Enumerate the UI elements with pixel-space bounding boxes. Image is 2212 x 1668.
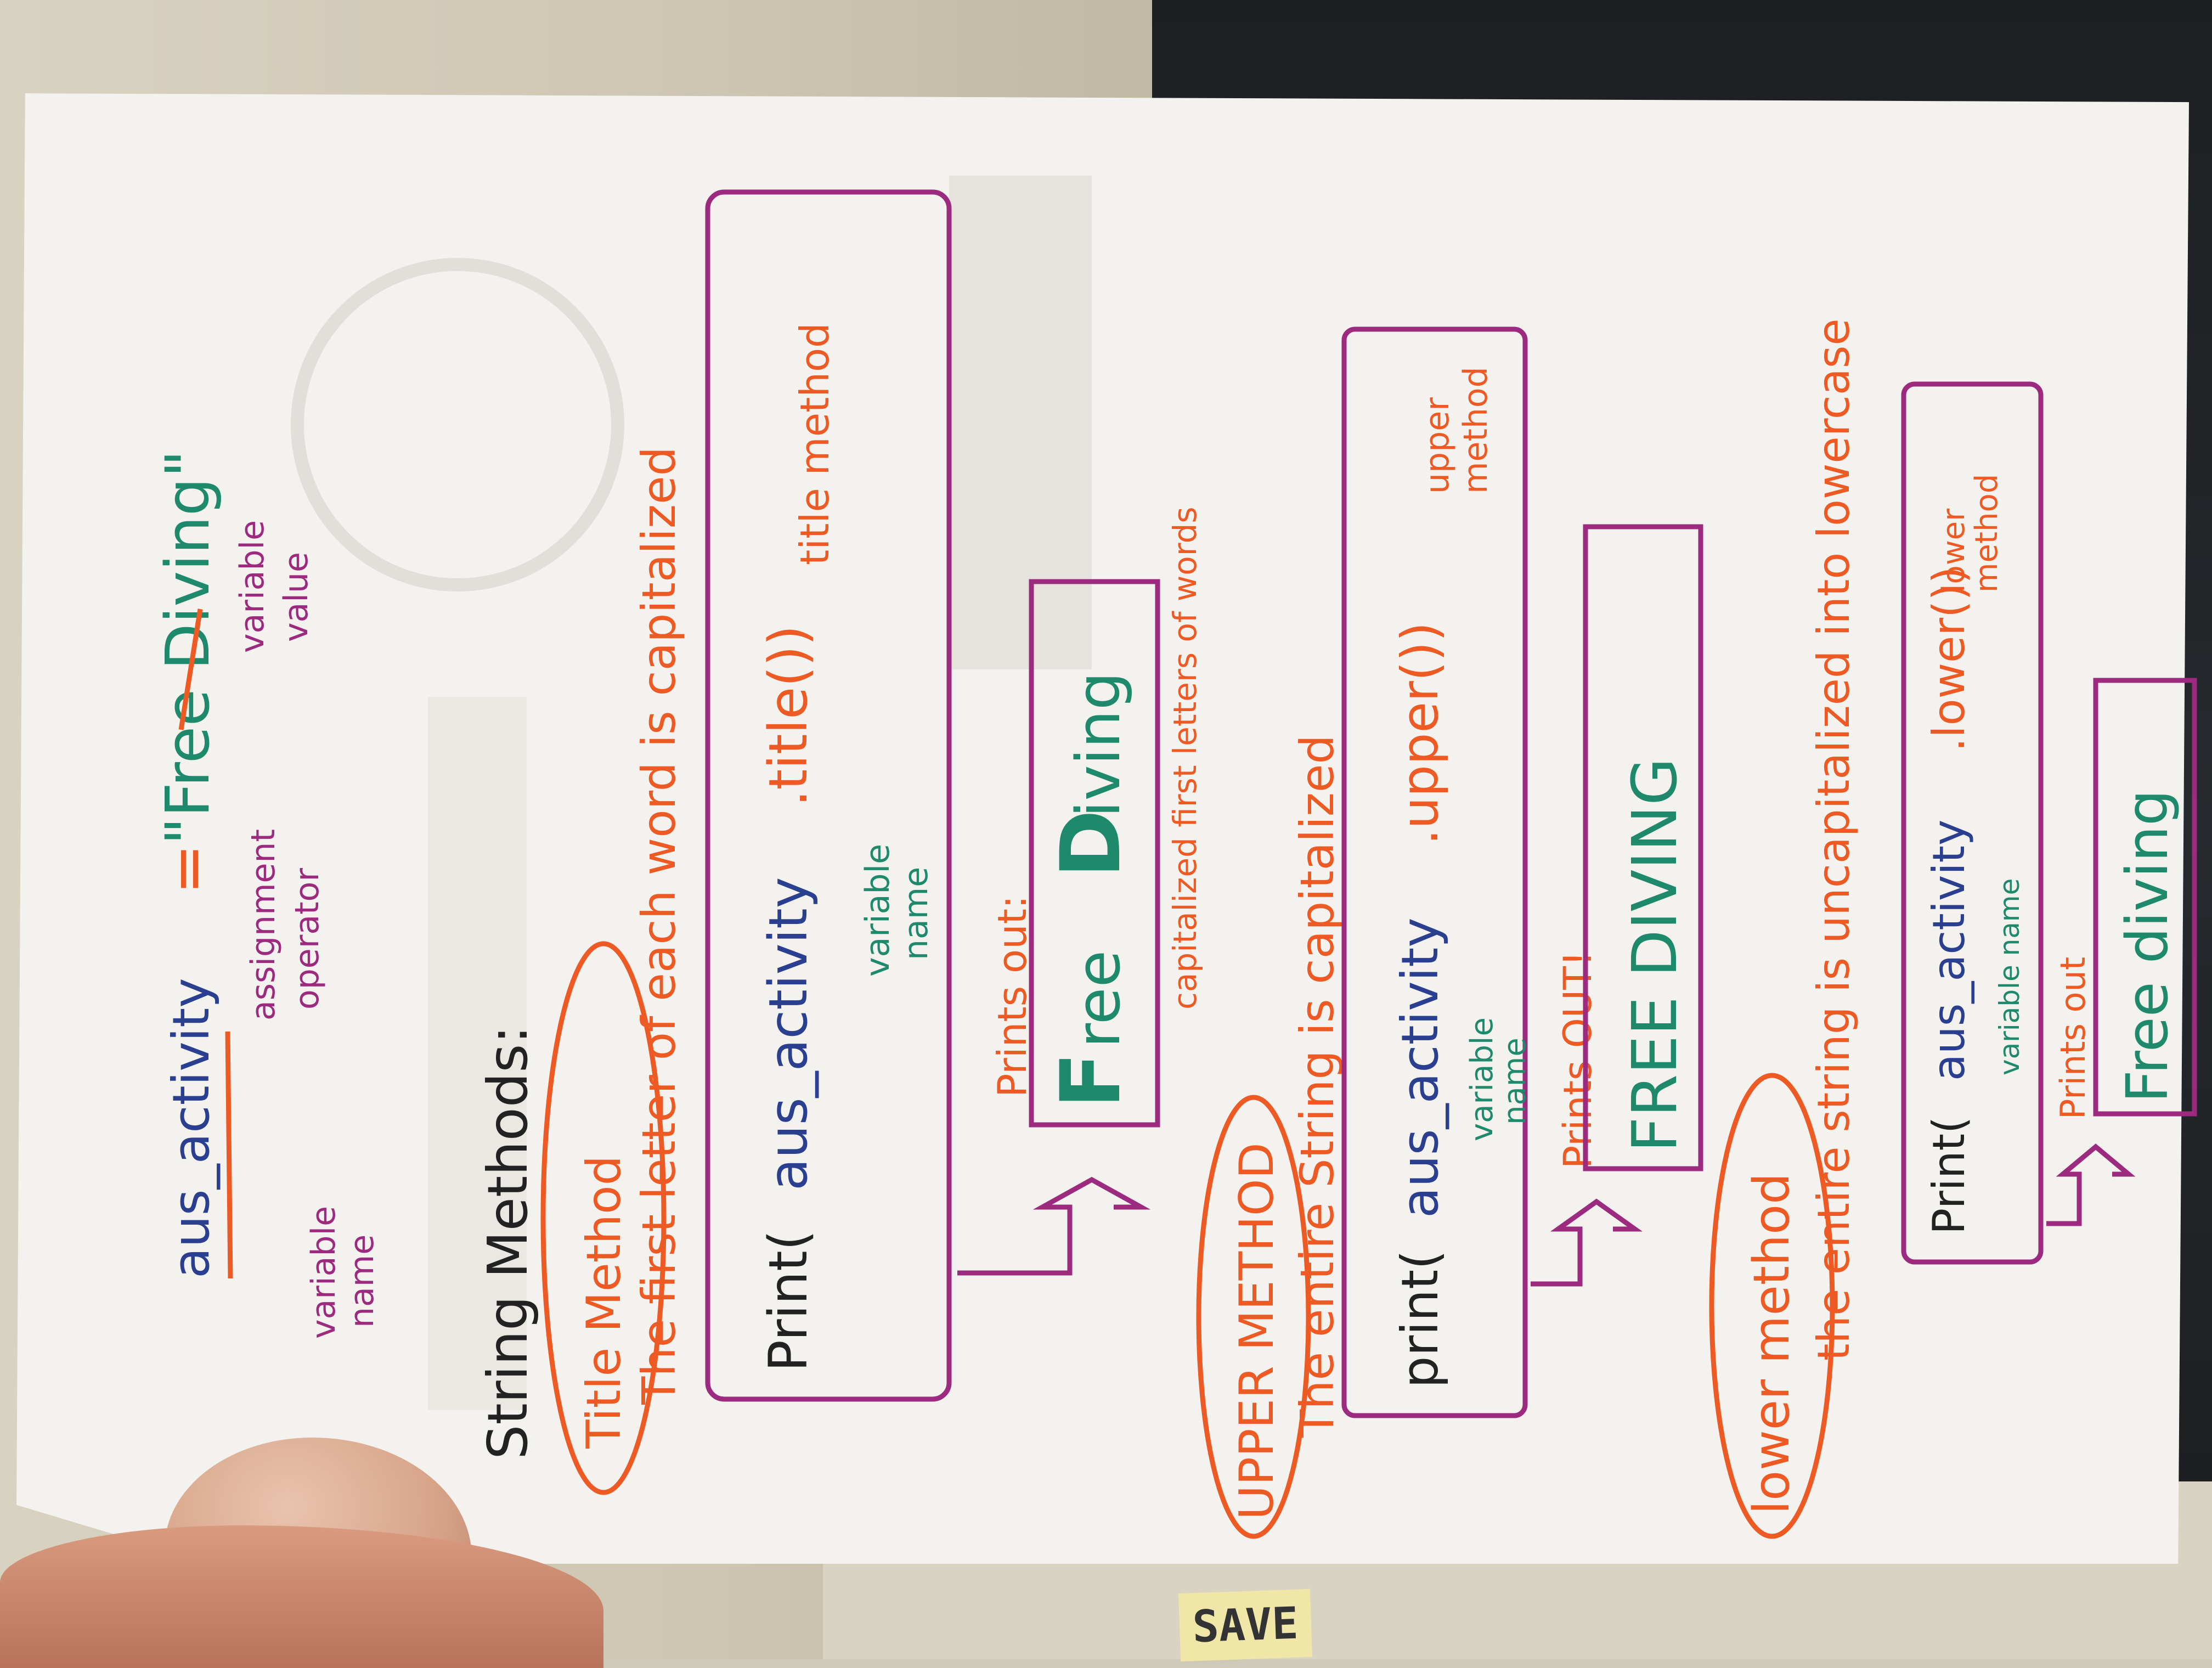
- upper-desc: The entire String is capitalized: [1290, 735, 1344, 1438]
- upper-output: FREE DIVING: [1620, 758, 1691, 1152]
- ann-value: variable value: [233, 520, 315, 653]
- title-output-second: D: [1043, 809, 1139, 878]
- lower-code-method: .lower()): [1923, 566, 1974, 752]
- title-code-box: [705, 189, 952, 1402]
- upper-output-box: [1583, 524, 1703, 1171]
- lower-output: Free diving: [2114, 790, 2181, 1103]
- upper-code-prefix: print(: [1391, 1250, 1449, 1388]
- underline-var-name: [225, 1031, 233, 1279]
- lower-code-var: aus_activity: [1923, 820, 1974, 1081]
- svg-text:name: name: [1497, 1038, 1533, 1125]
- title-code-prefix: Print(: [758, 1230, 819, 1372]
- title-label-bubble: [540, 941, 667, 1495]
- svg-text:variable: variable: [859, 844, 897, 977]
- svg-text:operator: operator: [288, 868, 326, 1010]
- upper-label-bubble: [1196, 1095, 1311, 1539]
- svg-text:variable: variable: [233, 520, 272, 653]
- heading: String Methods:: [476, 1025, 540, 1460]
- paper-sheet: [16, 93, 2189, 1564]
- svg-text:name: name: [897, 867, 935, 960]
- svg-text:assignment: assignment: [244, 829, 283, 1021]
- svg-text:method: method: [1457, 367, 1495, 494]
- upper-label: UPPER METHOD: [1229, 1142, 1284, 1520]
- lower-prints-label: Prints out: [2053, 957, 2093, 1119]
- title-output-tail: iving: [1063, 672, 1133, 818]
- bleed-through-block-2: [428, 697, 527, 1410]
- title-output-first: F: [1043, 1052, 1139, 1108]
- ann-assign: assignment operator: [244, 829, 326, 1021]
- upper-code-var: aus_activity: [1391, 917, 1449, 1218]
- title-code-method: .title()): [758, 625, 819, 807]
- svg-text:value: value: [277, 552, 315, 642]
- lower-label-bubble: [1709, 1073, 1835, 1539]
- lower-code-box: [1901, 381, 2044, 1265]
- title-prints-label: Prints out:: [989, 895, 1035, 1097]
- lower-desc: the entire string is uncapitalized into …: [1808, 318, 1859, 1361]
- equals-text: =: [153, 844, 223, 894]
- assignment-line: aus_activity = "Free Diving": [153, 450, 223, 1278]
- title-desc: The first letter of each word is capital…: [632, 447, 686, 1405]
- lower-label: lower method: [1743, 1173, 1801, 1514]
- value-text: "Free Diving": [153, 450, 223, 845]
- upper-code-method: .upper()): [1391, 622, 1449, 845]
- var-name-text: aus_activity: [162, 978, 221, 1278]
- underline-value: [178, 608, 203, 730]
- title-label: Title Method: [577, 1156, 631, 1449]
- title-arrow: [957, 1176, 1151, 1276]
- ann-var-name: variable name: [304, 1206, 381, 1339]
- svg-text:variable: variable: [1464, 1017, 1500, 1141]
- lower-arrow: [2046, 1143, 2136, 1226]
- title-output-note: capitalized first letters of words: [1166, 506, 1204, 1010]
- heading-text: String Methods:: [476, 1025, 540, 1460]
- bleed-through-block: [949, 176, 1092, 669]
- lower-ann-var: variable name: [1994, 878, 2025, 1075]
- title-code-var: aus_activity: [758, 877, 819, 1191]
- title-ann-method: title method: [792, 323, 838, 565]
- lower-code-prefix: Print(: [1923, 1117, 1974, 1235]
- svg-text:variable: variable: [304, 1206, 343, 1339]
- title-output-rest: ree: [1063, 950, 1133, 1048]
- upper-arrow: [1531, 1198, 1643, 1287]
- svg-text:name: name: [343, 1235, 381, 1328]
- svg-text:method: method: [1969, 474, 2005, 593]
- upper-code-box: [1341, 326, 1528, 1418]
- svg-text:lower: lower: [1936, 508, 1972, 593]
- title-output-box: [1029, 579, 1160, 1128]
- svg-text:upper: upper: [1418, 397, 1457, 494]
- upper-prints-label: Prints OUT!: [1555, 951, 1600, 1169]
- lower-output-box: [2093, 678, 2197, 1117]
